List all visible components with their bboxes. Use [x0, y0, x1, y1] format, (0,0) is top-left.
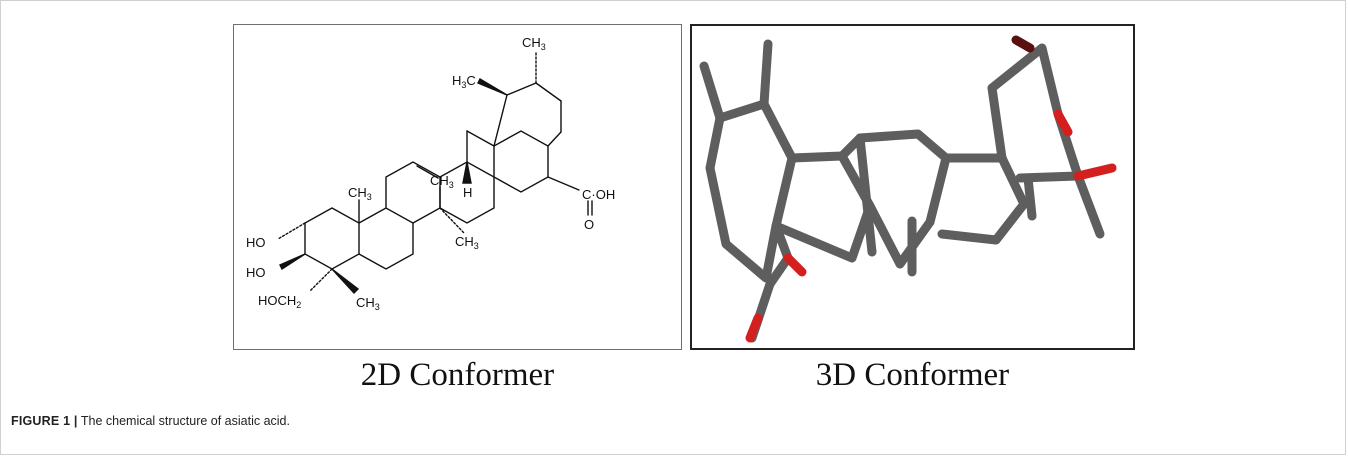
bond-ch3-c14: [439, 207, 465, 234]
label-ch3-c4: CH3: [356, 295, 380, 312]
label-h3c: H3C: [452, 73, 476, 90]
label-ch3-top: CH3: [522, 35, 546, 52]
figure-caption: FIGURE 1 | The chemical structure of asi…: [11, 414, 290, 428]
bond-c18-c19: [466, 130, 495, 147]
bond-e5: [547, 131, 562, 147]
bond-e3: [535, 82, 562, 102]
label-hoch2: HOCH2: [258, 293, 301, 310]
figure-number: FIGURE 1 |: [11, 414, 78, 428]
stick-ring-d: [937, 153, 1029, 245]
bond-cooh: [547, 176, 580, 191]
label-2d-conformer: 2D Conformer: [360, 357, 555, 393]
ring-b: [358, 207, 414, 270]
panel-3d-conformer: [690, 24, 1135, 350]
stick-3: [855, 133, 877, 257]
ring-a: [304, 207, 360, 270]
stick-5: [1073, 171, 1105, 239]
label-o: O: [584, 217, 594, 232]
structure-3d-drawing: [699, 35, 1117, 343]
stick-ring-left: [705, 99, 797, 283]
oxygen-5: [1011, 35, 1035, 53]
structure-2d-drawing: CH3 H3C CH3 CH3 H C·OH O CH3 HO HO HOCH2…: [246, 35, 615, 312]
wedge-h3c: [477, 78, 508, 96]
bond-e2: [506, 82, 537, 96]
wedge-h: [462, 161, 472, 184]
stick-6: [1023, 173, 1037, 221]
label-3d-conformer: 3D Conformer: [815, 357, 1010, 393]
oxygen-2: [745, 313, 763, 343]
bond-hoch2: [309, 268, 333, 292]
double-bond: [416, 165, 439, 179]
label-ho-c3: HO: [246, 265, 266, 280]
panel-2d-conformer: CH3 H3C CH3 CH3 H C·OH O CH3 HO HO HOCH2…: [233, 24, 682, 350]
stick-2: [759, 39, 773, 109]
ring-e: [493, 130, 549, 193]
oxygen-3: [1053, 109, 1073, 137]
wedge-ho-c3: [279, 253, 306, 271]
bond-ho-c2: [277, 222, 306, 240]
label-cooh: C·OH: [582, 187, 615, 202]
label-ch3-c10: CH3: [348, 185, 372, 202]
oxygen-1: [783, 253, 807, 277]
caption-text: The chemical structure of asiatic acid.: [77, 414, 290, 428]
stick-1: [699, 61, 725, 123]
stick-ring-right: [987, 43, 1083, 183]
label-ch3-c14: CH3: [455, 234, 479, 251]
wedge-ch3-c4: [331, 268, 360, 295]
ring-c: [385, 161, 441, 224]
bond-e1: [493, 94, 508, 147]
label-h: H: [463, 185, 472, 200]
stick-7: [747, 221, 793, 343]
ring-d: [439, 161, 495, 224]
oxygen-4: [1073, 163, 1117, 181]
label-ch3-c8: CH3: [430, 173, 454, 190]
label-ho-c2: HO: [246, 235, 266, 250]
